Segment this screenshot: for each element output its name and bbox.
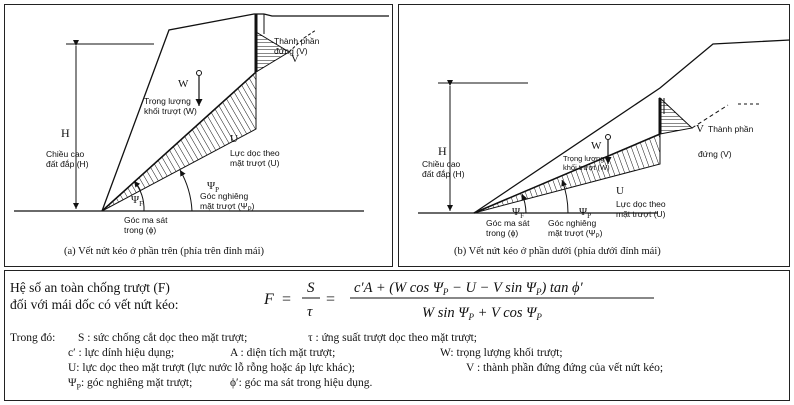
formula-numerator: c′A + (W cos ΨP − U − V sin ΨP) tan ϕ′ [354,280,584,297]
v-label-line1: Thành phần [708,124,754,134]
u-label-line2: mặt trượt (U) [230,158,280,168]
safety-factor-formula: F = S τ = c′A + (W cos ΨP − U − V sin ΨP… [263,280,654,322]
svg-text:=: = [282,291,291,308]
height-label-line2: đất đắp (H) [46,159,89,169]
legend-v: V : thành phần đứng đứng của vết nứt kéo… [466,362,664,374]
equation-title-line1: Hệ số an toàn chống trượt (F) [10,280,170,295]
weight-label-line2: khối trượt (W) [144,106,197,116]
legend-phi: ϕ′: góc ma sát trong hiệu dụng. [230,377,373,389]
formula-denominator: W sin ΨP + V cos ΨP [422,305,542,322]
legend-s: S : sức chống cắt dọc theo mặt trượt; [78,332,248,344]
weight-label-line1: Trọng lượng [563,154,604,163]
legend-u: U: lực dọc theo mặt trượt (lực nước lỗ r… [68,362,355,374]
v-label-line1: Thành phần [274,36,320,46]
psi-p-label-line2: mặt trượt (ΨP) [200,201,255,213]
weight-symbol: W [178,78,189,90]
height-symbol: H [61,126,70,140]
v-pressure-hatch [255,31,290,73]
height-label-line2: đất đắp (H) [422,169,465,179]
height-symbol: H [438,144,447,158]
psi-p-label-line1: Góc nghiêng [548,218,596,228]
formula-s: S [307,280,315,296]
weight-symbol: W [591,140,602,152]
panel-b-diagram: H Chiều cao đất đắp (H) W Trọng lượng kh… [418,39,790,257]
panel-a-frame [4,4,393,267]
slope-surface [101,13,264,212]
formula-tau: τ [307,304,313,320]
height-label-line1: Chiều cao [422,159,461,169]
legend-a: A : diện tích mặt trượt; [230,347,336,359]
legend-w: W: trọng lượng khối trượt; [440,347,563,359]
psi-f-symbol: ΨF [131,194,143,208]
phi-label-line2: trong (ϕ) [486,228,518,238]
legend-psi-p: ΨP: góc nghiêng mặt trượt; [68,377,193,392]
phi-label-line1: Góc ma sát [124,215,168,225]
formula-lhs: F [263,291,274,308]
u-label-line1: Lực dọc theo [616,199,666,209]
v-symbol: V [291,53,299,65]
weight-label-line2: khối trượt (W) [563,163,610,172]
legend-tau: τ : ứng suất trượt dọc theo mặt trượt; [308,332,477,344]
u-label-line2: mặt trượt (U) [616,209,666,219]
slip-plane [101,71,257,212]
psi-p-symbol: ΨP [207,180,219,194]
phi-label-line2: trong (ϕ) [124,225,156,235]
psi-p-label-line2: mặt trượt (ΨP) [548,228,603,240]
panel-b-frame [398,4,790,267]
v-symbol: V [696,123,704,135]
equation-frame [4,270,790,401]
svg-text:=: = [326,291,335,308]
equation-title: Hệ số an toàn chống trượt (F) đối với má… [10,279,179,313]
psi-p-symbol: ΨP [579,206,591,220]
phi-label-line1: Góc ma sát [486,218,530,228]
psi-p-label-line1: Góc nghiêng [200,191,248,201]
v-label-line2: đứng (V) [698,149,732,159]
v-pressure-hatch [659,96,694,135]
height-label-line1: Chiều cao [46,149,85,159]
v-label-line2: đứng (V) [274,46,308,56]
panel-a-diagram: H Chiều cao đất đắp (H) W Trọng lượng kh… [14,13,389,257]
panel-a-caption: (a) Vết nứt kéo ở phần trên (phía trên đ… [64,246,264,257]
legend-c: c′ : lực dính hiệu dụng; [68,347,175,359]
psi-f-symbol: ΨF [512,206,524,220]
u-symbol: U [616,185,624,197]
panel-b-caption: (b) Vết nứt kéo ở phần dưới (phía dưới đ… [454,246,661,257]
u-symbol: U [230,133,238,145]
u-label-line1: Lực dọc theo [230,148,280,158]
equation-title-line2: đối với mái dốc có vết nứt kéo: [10,297,179,312]
slope-surface [473,39,790,214]
legend-intro: Trong đó: [10,332,56,344]
weight-label-line1: Trọng lượng [144,96,191,106]
slip-plane [473,133,661,214]
